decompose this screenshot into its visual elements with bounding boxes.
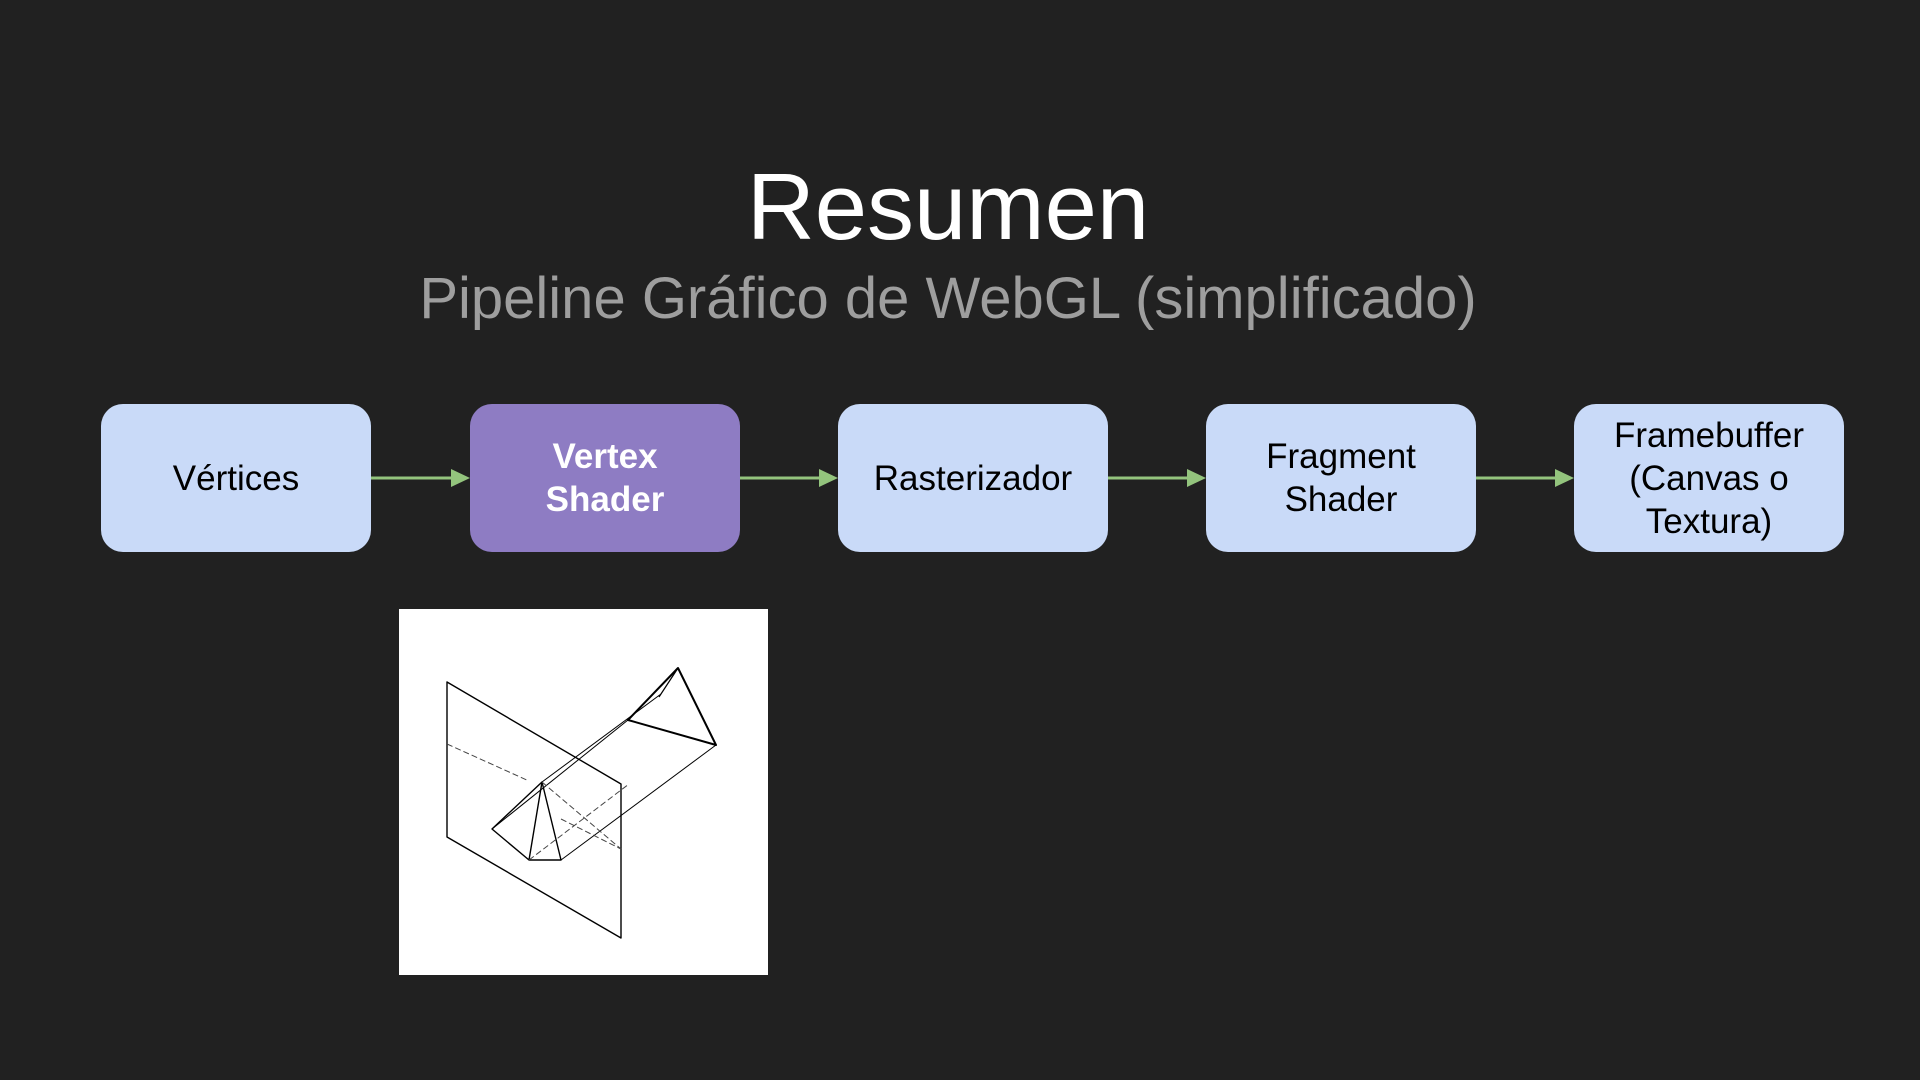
stage-framebuffer-label: Framebuffer (Canvas o Textura) <box>1614 415 1804 541</box>
perspective-projection-figure <box>399 609 768 975</box>
stage-vertex-shader: Vertex Shader <box>470 404 740 552</box>
stage-framebuffer: Framebuffer (Canvas o Textura) <box>1574 404 1844 552</box>
projection-plane <box>446 681 622 939</box>
arrow-vertex-shader-to-rasterizer <box>740 469 838 487</box>
stage-rasterizer: Rasterizador <box>838 404 1108 552</box>
stage-vertices: Vértices <box>101 404 371 552</box>
stage-fragment-shader: Fragment Shader <box>1206 404 1476 552</box>
slide-title: Resumen <box>746 154 1150 259</box>
perspective-projection-illustration-icon <box>446 667 717 939</box>
arrow-fragment-shader-to-framebuffer <box>1476 469 1574 487</box>
stage-rasterizer-label: Rasterizador <box>873 458 1073 498</box>
stage-fragment-shader-label: Fragment Shader <box>1266 437 1416 519</box>
arrow-rasterizer-to-fragment-shader <box>1108 469 1206 487</box>
stage-vertices-label: Vértices <box>172 458 300 498</box>
source-triangle <box>627 667 717 746</box>
stage-vertex-shader-label: Vertex Shader <box>545 437 665 519</box>
slide-subtitle: Pipeline Gráfico de WebGL (simplificado) <box>419 266 1477 331</box>
arrow-vertices-to-vertex-shader <box>371 469 470 487</box>
